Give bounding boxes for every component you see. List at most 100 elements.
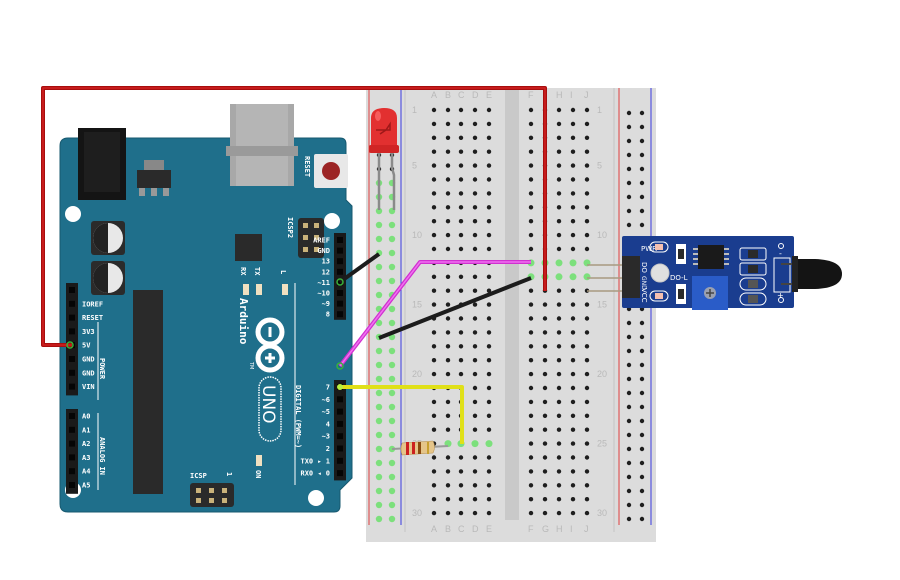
breadboard-hole[interactable] [570, 358, 576, 363]
breadboard-hole[interactable] [431, 274, 437, 279]
breadboard-hole[interactable] [528, 205, 534, 210]
breadboard-hole[interactable] [486, 469, 492, 474]
breadboard-hole[interactable] [472, 455, 478, 460]
breadboard-hole[interactable] [486, 274, 492, 279]
breadboard-hole[interactable] [458, 330, 464, 335]
breadboard-hole[interactable] [472, 344, 478, 349]
breadboard-hole[interactable] [486, 205, 492, 210]
breadboard-hole[interactable] [431, 483, 437, 488]
breadboard-hole[interactable] [570, 441, 576, 446]
breadboard-hole[interactable] [472, 302, 478, 307]
breadboard-hole[interactable] [570, 344, 576, 349]
breadboard-hole[interactable] [570, 288, 576, 293]
breadboard-hole[interactable] [556, 344, 562, 349]
breadboard-hole[interactable] [556, 302, 562, 307]
breadboard-hole[interactable] [431, 232, 437, 238]
rail-hole[interactable] [639, 488, 645, 494]
breadboard-hole[interactable] [445, 316, 451, 321]
breadboard-hole[interactable] [458, 274, 464, 279]
breadboard-hole[interactable] [556, 121, 562, 127]
resistor[interactable] [391, 440, 449, 456]
breadboard-hole[interactable] [472, 177, 478, 182]
breadboard-hole[interactable] [542, 455, 548, 460]
breadboard-hole[interactable] [472, 413, 478, 418]
breadboard-hole[interactable] [528, 246, 534, 252]
header-pin[interactable] [337, 433, 343, 440]
rail-hole[interactable] [388, 403, 396, 411]
breadboard-hole[interactable] [584, 371, 590, 377]
breadboard-hole[interactable] [458, 469, 464, 474]
breadboard-hole[interactable] [528, 399, 534, 405]
breadboard-hole[interactable] [542, 497, 548, 502]
breadboard-hole[interactable] [570, 427, 576, 432]
rail-hole[interactable] [639, 138, 645, 144]
breadboard-hole[interactable] [584, 163, 590, 168]
breadboard-hole[interactable] [584, 358, 590, 363]
rail-hole[interactable] [375, 417, 383, 425]
breadboard-hole[interactable] [445, 302, 451, 307]
breadboard-hole[interactable] [445, 483, 451, 488]
rail-hole[interactable] [375, 319, 383, 327]
rail-hole[interactable] [388, 347, 396, 355]
header-pin[interactable] [69, 482, 75, 488]
breadboard-hole[interactable] [458, 455, 464, 460]
breadboard-hole[interactable] [528, 455, 534, 460]
breadboard-hole[interactable] [556, 107, 562, 113]
breadboard-hole[interactable] [570, 399, 576, 405]
header-pin[interactable] [69, 328, 75, 335]
breadboard-hole[interactable] [486, 177, 492, 182]
breadboard-hole[interactable] [528, 371, 534, 377]
breadboard-hole[interactable] [556, 358, 562, 363]
rail-hole[interactable] [626, 474, 632, 480]
breadboard-hole[interactable] [472, 469, 478, 474]
breadboard-hole[interactable] [570, 149, 576, 154]
rail-hole[interactable] [626, 138, 632, 144]
breadboard-hole[interactable] [584, 330, 590, 335]
rail-hole[interactable] [388, 249, 396, 257]
rail-hole[interactable] [639, 390, 645, 396]
breadboard-hole[interactable] [584, 232, 590, 238]
breadboard-hole[interactable] [445, 510, 451, 516]
rail-hole[interactable] [375, 207, 383, 215]
breadboard-hole[interactable] [472, 358, 478, 363]
breadboard-hole[interactable] [528, 358, 534, 363]
breadboard-hole[interactable] [445, 399, 451, 405]
header-pin[interactable] [337, 300, 343, 307]
header-pin[interactable] [69, 369, 75, 376]
rail-hole[interactable] [388, 431, 396, 439]
breadboard-hole[interactable] [584, 107, 590, 113]
header-pin[interactable] [337, 420, 343, 427]
breadboard-hole[interactable] [431, 399, 437, 405]
breadboard-hole[interactable] [445, 274, 451, 279]
header-pin[interactable] [337, 457, 343, 464]
header-pin[interactable] [337, 237, 343, 243]
rail-hole[interactable] [626, 460, 632, 466]
breadboard-hole[interactable] [431, 163, 437, 168]
breadboard-hole[interactable] [528, 316, 534, 321]
breadboard-hole[interactable] [458, 219, 464, 224]
rail-hole[interactable] [388, 515, 396, 523]
rail-hole[interactable] [375, 459, 383, 467]
header-pin[interactable] [337, 445, 343, 452]
breadboard-hole[interactable] [584, 385, 590, 391]
breadboard-hole[interactable] [528, 163, 534, 168]
rail-hole[interactable] [375, 221, 383, 229]
header-pin[interactable] [337, 408, 343, 415]
rail-hole[interactable] [375, 431, 383, 439]
breadboard-hole[interactable] [472, 288, 478, 293]
flame-sensor-module[interactable]: PWR DO GND VCC DO-L - + [587, 236, 842, 310]
rail-hole[interactable] [388, 319, 396, 327]
breadboard-hole[interactable] [472, 163, 478, 168]
rail-hole[interactable] [639, 334, 645, 340]
breadboard-hole[interactable] [528, 510, 534, 516]
breadboard-hole[interactable] [486, 427, 492, 432]
breadboard-hole[interactable] [431, 330, 437, 335]
breadboard-hole[interactable] [486, 385, 492, 391]
header-pin[interactable] [337, 290, 343, 296]
breadboard-hole[interactable] [556, 246, 562, 252]
breadboard-hole[interactable] [458, 288, 464, 293]
breadboard-hole[interactable] [445, 358, 451, 363]
breadboard-hole[interactable] [584, 205, 590, 210]
breadboard-hole[interactable] [528, 232, 534, 238]
breadboard-hole[interactable] [542, 427, 548, 432]
